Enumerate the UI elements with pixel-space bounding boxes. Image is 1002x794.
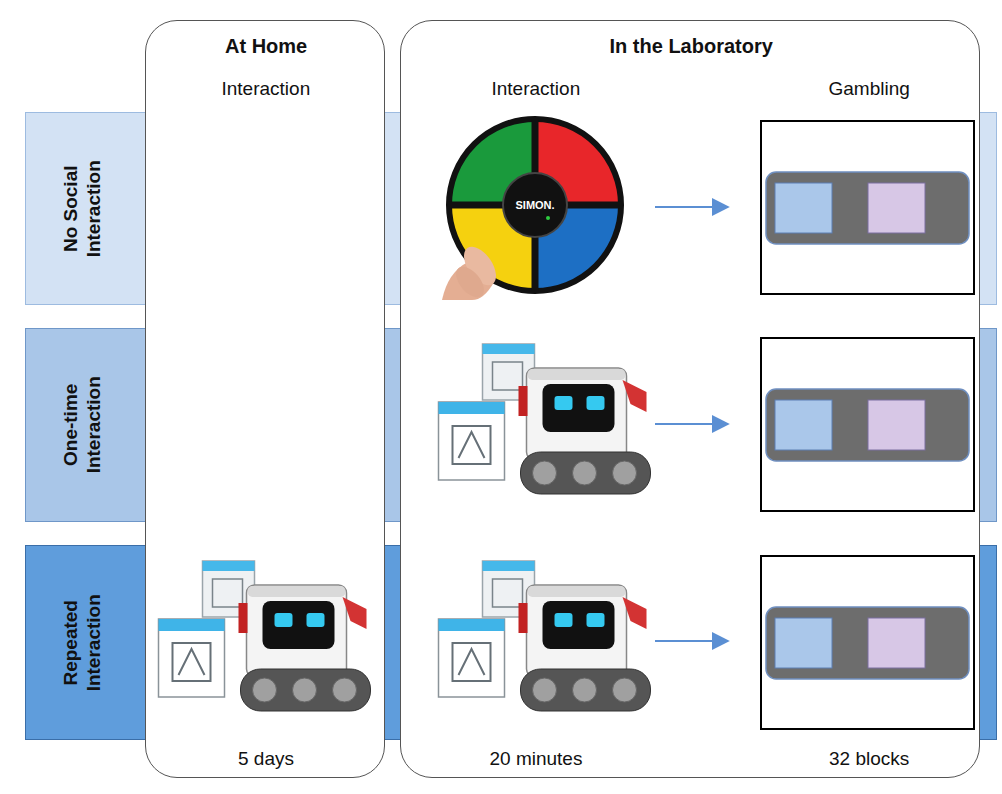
panel-heading: In the Laboratory	[610, 34, 773, 58]
condition-label: One-time Interaction	[60, 345, 106, 505]
condition-label: No Social Interaction	[60, 129, 106, 289]
duration-label: 20 minutes	[490, 748, 583, 771]
panel-heading: At Home	[225, 34, 307, 58]
logo-text: SIMON.	[516, 199, 555, 212]
gambling-screens	[761, 121, 974, 729]
setting-panel: In the LaboratoryInteraction Gambling 20 m…	[400, 20, 980, 778]
column-heading: Interaction	[222, 78, 311, 101]
column-heading: Gambling	[829, 78, 910, 101]
duration-label: 5 days	[238, 748, 294, 771]
duration-label: 32 blocks	[829, 748, 909, 771]
simon-game	[442, 119, 621, 302]
robot-pictures	[159, 344, 651, 711]
condition-label: Repeated Interaction	[60, 563, 106, 723]
flow-arrows	[655, 207, 728, 641]
setting-panel: At HomeInteraction 5 days	[145, 20, 385, 778]
column-heading: Interaction	[492, 78, 581, 101]
